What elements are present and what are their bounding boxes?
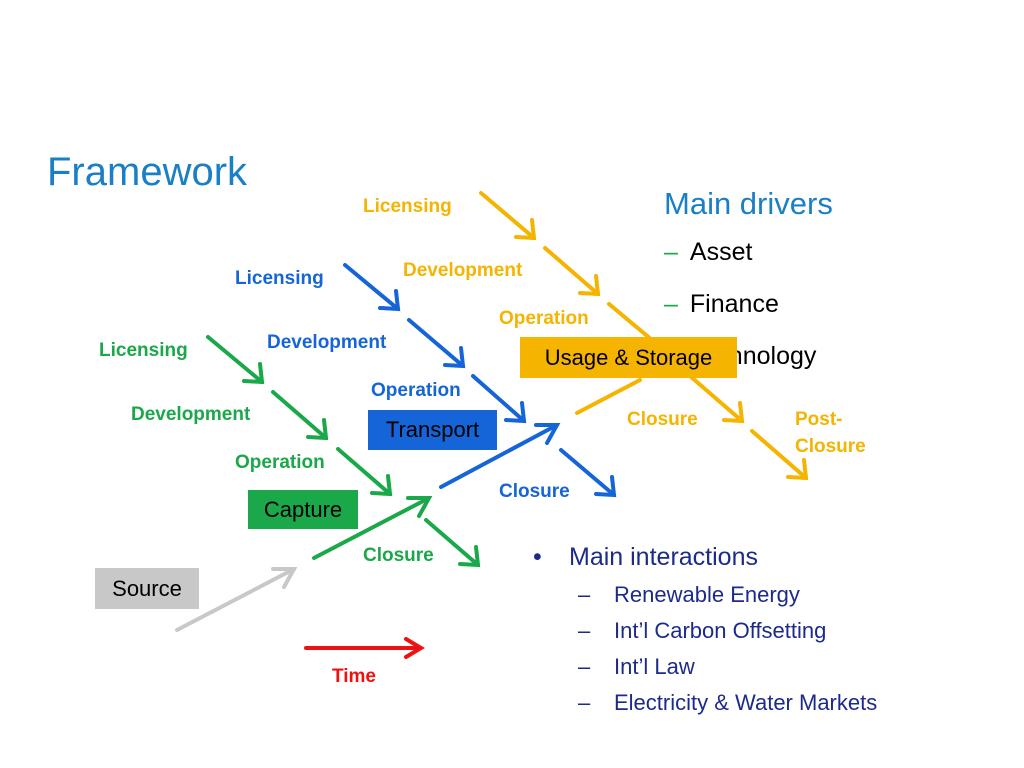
capture-licensing-label: Licensing xyxy=(99,340,188,361)
interaction-item: –Int’l Law xyxy=(578,654,695,679)
storage-post-closure-label-line1: Post- xyxy=(795,409,843,430)
storage-licensing-arrow xyxy=(479,191,537,241)
capture-development-arrow xyxy=(271,390,329,441)
source-arrow xyxy=(175,567,298,632)
capture-operation-arrow xyxy=(336,447,393,497)
main-interactions: •Main interactions –Renewable Energy –In… xyxy=(533,545,877,714)
time-arrow xyxy=(304,637,425,659)
capture-closure-label: Closure xyxy=(363,545,434,566)
usage-storage-box: Usage & Storage xyxy=(520,337,737,378)
storage-main-line xyxy=(575,378,642,415)
interaction-item: –Int’l Carbon Offsetting xyxy=(578,618,827,643)
storage-development-arrow xyxy=(543,246,601,297)
storage-closure-label: Closure xyxy=(627,409,698,430)
transport-main-arrow xyxy=(439,423,561,489)
storage-licensing-label: Licensing xyxy=(363,196,452,217)
capture-licensing-arrow xyxy=(206,335,265,385)
capture-box: Capture xyxy=(248,490,358,529)
transport-licensing-label: Licensing xyxy=(235,268,324,289)
main-drivers-heading: Main drivers xyxy=(664,186,833,221)
transport-operation-arrow xyxy=(471,374,527,424)
driver-item: –Asset xyxy=(664,238,753,266)
interaction-item: –Renewable Energy xyxy=(578,582,800,607)
storage-post-closure-label-line2: Closure xyxy=(795,436,866,457)
storage-branch-arrows xyxy=(479,191,809,481)
storage-closure-arrow xyxy=(688,374,745,424)
capture-closure-arrow xyxy=(424,518,481,568)
page-title: Framework xyxy=(47,150,248,194)
main-interactions-heading: •Main interactions xyxy=(533,543,758,571)
transport-operation-label: Operation xyxy=(371,380,461,401)
capture-main-arrow xyxy=(312,496,433,560)
time-label: Time xyxy=(332,666,377,687)
capture-operation-label: Operation xyxy=(235,452,325,473)
transport-development-label: Development xyxy=(267,332,387,353)
storage-development-label: Development xyxy=(403,260,523,281)
transport-development-arrow xyxy=(407,318,466,369)
capture-development-label: Development xyxy=(131,404,251,425)
transport-closure-label: Closure xyxy=(499,481,570,502)
capture-branch-arrows xyxy=(206,335,481,568)
storage-operation-label: Operation xyxy=(499,308,589,329)
transport-branch-arrows xyxy=(343,263,617,498)
transport-licensing-arrow xyxy=(343,263,401,312)
interaction-item: –Electricity & Water Markets xyxy=(578,690,878,715)
transport-closure-arrow xyxy=(559,448,617,498)
storage-post-closure-arrow xyxy=(750,429,809,481)
driver-item: –Finance xyxy=(664,290,779,318)
transport-box: Transport xyxy=(368,410,497,450)
source-box: Source xyxy=(95,568,199,609)
